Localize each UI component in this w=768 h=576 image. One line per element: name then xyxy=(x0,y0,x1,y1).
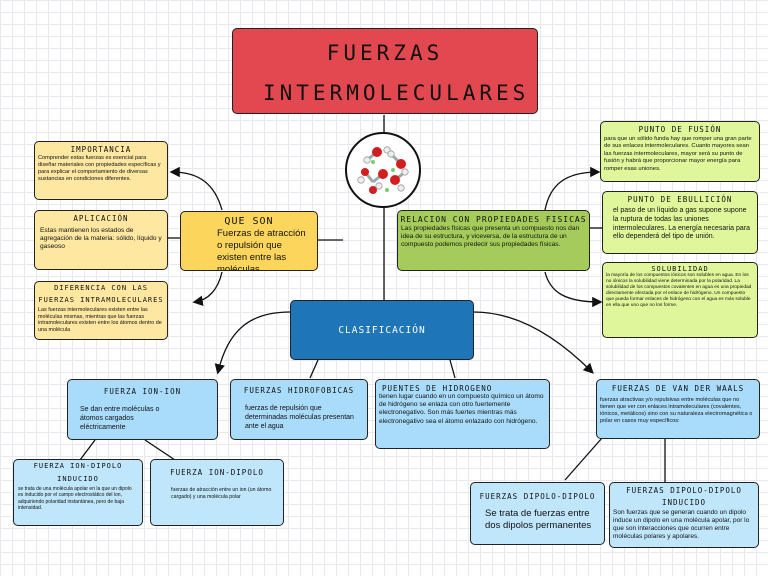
aplicacion-text: Estas mantienen los estados de agregació… xyxy=(40,227,162,251)
ion-dipolo-inducido-title: FUERZA ION-DIPOLO INDUCIDO xyxy=(33,462,123,483)
solubilidad-title: SOLUBILIDAD xyxy=(651,265,709,273)
que-son-text: Fuerzas de atracción o repulsión que exi… xyxy=(217,228,306,271)
title-box: FUERZAS INTERMOLECULARES xyxy=(232,28,538,114)
importancia-title: IMPORTANCIA xyxy=(70,145,132,154)
importancia-box: IMPORTANCIA Comprender estas fuerzas es … xyxy=(34,141,168,200)
fusion-box: PUNTO DE FUSIÓN para que un sólido funda… xyxy=(600,121,760,182)
link-hidrofobicas xyxy=(309,359,319,379)
ion-dipolo-text: fuerzas de atracción entre un ion (un át… xyxy=(171,487,272,500)
page-title: FUERZAS INTERMOLECULARES xyxy=(263,41,530,105)
van-der-waals-text: fuerzas atractivas y/o repulsivas entre … xyxy=(600,397,753,424)
solubilidad-text: la mayoría de los compuestos iónicos son… xyxy=(606,273,752,308)
aplicacion-box: APLICACIÓN Estas mantienen los estados d… xyxy=(34,210,168,270)
hidrogeno-title: PUENTES DE HIDROGENO xyxy=(382,384,493,393)
arrow-clasif-right xyxy=(473,311,594,374)
ion-ion-text: Se dan entre moléculas o átomos cargados… xyxy=(80,406,160,431)
arrow-solubilidad xyxy=(544,271,603,308)
fusion-title: PUNTO DE FUSIÓN xyxy=(638,125,722,134)
ion-dipolo-title: FUERZA ION-DIPOLO xyxy=(170,468,264,477)
ebullicion-box: PUNTO DE EBULLICIÓN el paso de un líquid… xyxy=(602,191,758,254)
que-son-box: QUE SON Fuerzas de atracción o repulsión… xyxy=(180,211,318,271)
clasificacion-box: CLASIFICACIÓN xyxy=(290,300,474,360)
ebullicion-title: PUNTO DE EBULLICIÓN xyxy=(627,195,733,204)
dipolo-dipolo-text: Se trata de fuerzas entre dos dipolos pe… xyxy=(485,508,592,531)
ion-dipolo-box: FUERZA ION-DIPOLO fuerzas de atracción e… xyxy=(150,459,284,526)
ion-dipolo-inducido-text: se trata de una molécula apolar en la qu… xyxy=(18,486,132,511)
relacion-title: RELACION CON PROPIEDADES FISICAS xyxy=(400,215,587,224)
link-hidrogeno xyxy=(449,359,456,379)
arrow-diferencia xyxy=(192,271,223,306)
diferencia-text: Las fuerzas intermoleculares existen ent… xyxy=(38,306,162,334)
dipolo-inducido-box: FUERZAS DIPOLO-DIPOLO INDUCIDO Son fuerz… xyxy=(609,482,759,548)
diferencia-title: DIFERENCIA CON LAS FUERZAS INTRAMOLECULA… xyxy=(38,284,164,304)
ion-ion-box: FUERZA ION-ION Se dan entre moléculas o … xyxy=(67,379,218,440)
solubilidad-box: SOLUBILIDAD la mayoría de los compuestos… xyxy=(602,262,758,338)
ebullicion-text: el paso de un líquido a gas supone supon… xyxy=(613,207,750,241)
water-molecule-icon xyxy=(345,132,421,208)
hidrofobicas-title: FUERZAS HIDROFOBICAS xyxy=(243,386,355,395)
hidrogeno-text: tienen lugar cuando en un compuesto quím… xyxy=(379,393,544,425)
dipolo-inducido-text: Son fuerzas que se generan cuando un dip… xyxy=(613,509,750,541)
link-ion-dipolo-inducido xyxy=(79,439,96,461)
link-ion-dipolo xyxy=(144,439,176,461)
dipolo-dipolo-box: FUERZAS DIPOLO-DIPOLO Se trata de fuerza… xyxy=(470,482,605,545)
arrow-fusion xyxy=(544,166,601,211)
arrow-clasif-left xyxy=(214,311,291,375)
relacion-text: Las propiedades físicas que presenta un … xyxy=(401,225,580,249)
ion-ion-title: FUERZA ION-ION xyxy=(103,387,182,396)
dipolo-dipolo-title: FUERZAS DIPOLO-DIPOLO xyxy=(479,492,596,501)
link-dipolo-dipolo xyxy=(564,437,603,481)
van-der-waals-title: FUERZAS DE VAN DER WAALS xyxy=(611,384,745,393)
ion-dipolo-inducido-box: FUERZA ION-DIPOLO INDUCIDO se trata de u… xyxy=(13,459,143,526)
hidrogeno-box: PUENTES DE HIDROGENO tienen lugar cuando… xyxy=(375,379,550,449)
arrow-importancia xyxy=(169,166,223,211)
relacion-box: RELACION CON PROPIEDADES FISICAS Las pro… xyxy=(397,210,590,271)
fusion-text: para que un sólido funda hay que romper … xyxy=(604,136,752,172)
hidrofobicas-text: fuerzas de repulsión que determinadas mo… xyxy=(245,405,354,430)
aplicacion-title: APLICACIÓN xyxy=(73,214,129,223)
clasificacion-title: CLASIFICACIÓN xyxy=(338,325,426,336)
que-son-title: QUE SON xyxy=(224,216,274,227)
dipolo-inducido-title: FUERZAS DIPOLO-DIPOLO INDUCIDO xyxy=(626,486,742,507)
diferencia-box: DIFERENCIA CON LAS FUERZAS INTRAMOLECULA… xyxy=(34,281,168,340)
importancia-text: Comprender estas fuerzas es esencial par… xyxy=(38,155,161,182)
van-der-waals-box: FUERZAS DE VAN DER WAALS fuerzas atracti… xyxy=(596,379,760,439)
hidrofobicas-box: FUERZAS HIDROFOBICAS fuerzas de repulsió… xyxy=(230,379,368,440)
